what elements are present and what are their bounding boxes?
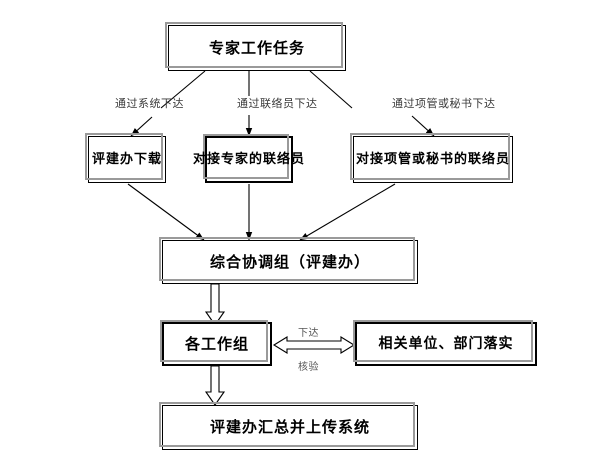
edge-task-to-download [130,70,206,137]
node-summary-upload[interactable]: 评建办汇总并上传系统 [159,402,418,450]
node-download-office[interactable]: 评建办下载 [85,133,166,183]
edge-label-assign: 下达 [298,328,319,339]
edge-label-via-manager-secretary: 通过项管或秘书下达 [392,97,496,110]
block-arrow-workgroups-to-summary [204,365,226,406]
edge-label-verify: 核验 [298,362,319,373]
node-liaison-manager[interactable]: 对接项管或秘书的联络员 [350,133,513,183]
node-units-departments[interactable]: 相关单位、部门落实 [353,320,537,366]
edge-liaison-manager-to-coordination [299,183,396,241]
block-arrow-coordination-to-workgroups [204,283,226,326]
edge-label-via-liaison: 通过联络员下达 [237,97,318,110]
node-expert-task-label: 专家工作任务 [208,38,305,57]
node-work-groups[interactable]: 各工作组 [160,320,272,366]
node-liaison-expert[interactable]: 对接专家的联络员 [193,134,304,183]
edge-label-via-system: 通过系统下达 [115,97,184,110]
node-liaison-expert-label: 对接专家的联络员 [193,152,306,167]
node-units-departments-label: 相关单位、部门落实 [378,336,514,352]
node-expert-task[interactable]: 专家工作任务 [165,22,346,71]
node-coordination-group[interactable]: 综合协调组（评建办） [159,237,418,284]
edge-task-to-liaison-manager [309,70,435,137]
block-arrow-workgroups-units [272,336,356,354]
node-coordination-group-label: 综合协调组（评建办） [209,252,370,271]
node-download-office-label: 评建办下载 [91,152,162,167]
edge-download-to-coordination [127,183,205,241]
node-liaison-manager-label: 对接项管或秘书的联络员 [355,152,510,167]
node-summary-upload-label: 评建办汇总并上传系统 [209,418,370,436]
node-work-groups-label: 各工作组 [184,334,249,353]
